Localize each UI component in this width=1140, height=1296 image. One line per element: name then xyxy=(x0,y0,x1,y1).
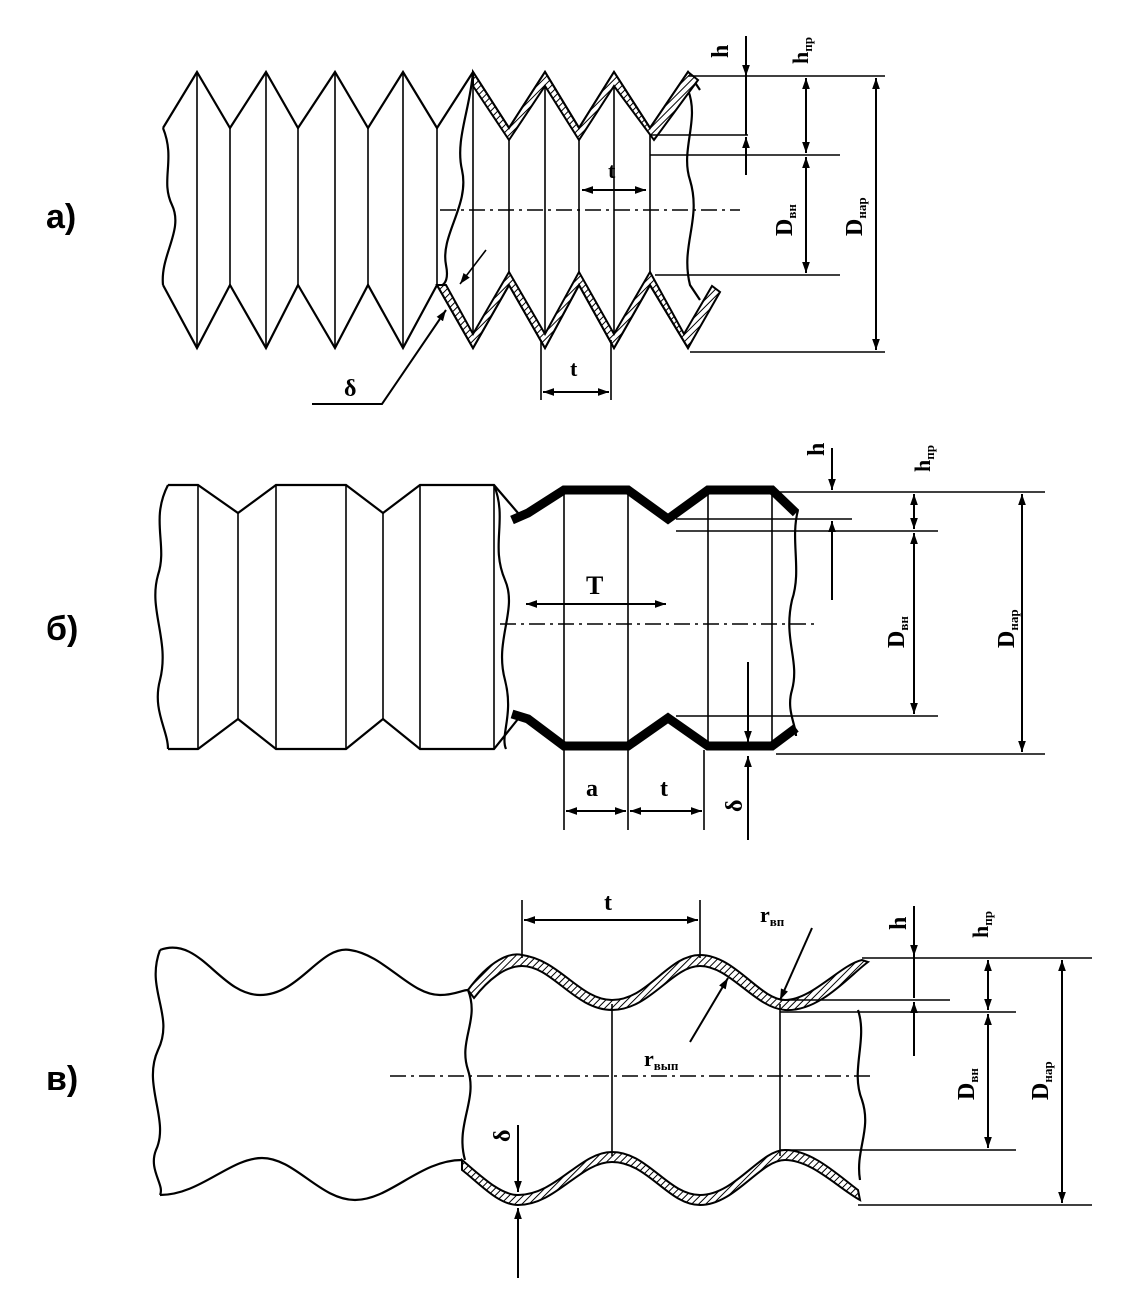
sine-delta-label: δ xyxy=(490,1130,516,1142)
v-t-inner-label: t xyxy=(608,158,616,183)
trap-t-label: t xyxy=(660,776,668,802)
trap-bottom-contour xyxy=(168,717,519,751)
sine-top-contour xyxy=(159,946,469,997)
part-a-label: а) xyxy=(46,198,76,236)
trap-right-break xyxy=(788,509,800,737)
trap-wall-top xyxy=(510,485,800,525)
sine-dnar-label: Dнар xyxy=(1028,1061,1055,1100)
trap-section-break xyxy=(492,484,510,750)
trap-a-label: a xyxy=(586,776,598,802)
part-b-label: б) xyxy=(46,610,78,648)
trap-din-label: Dвн xyxy=(884,616,911,648)
sine-wall-top xyxy=(466,953,871,1012)
trap-left-break xyxy=(154,484,170,750)
sine-bottom-contour xyxy=(159,1156,463,1202)
trap-h-label: h xyxy=(804,443,830,456)
v-t-bottom-label: t xyxy=(570,356,578,381)
trap-verticals xyxy=(197,485,773,749)
trap-top-contour xyxy=(168,483,519,515)
v-profile-left-break xyxy=(161,127,177,286)
sine-hpr-label: hпр xyxy=(968,911,995,938)
sine-din-label: Dвн xyxy=(954,1068,981,1100)
trap-dnar-label: Dнар xyxy=(994,609,1021,648)
trap-wall-bottom xyxy=(510,709,799,751)
v-delta-leader xyxy=(312,309,447,405)
sine-rvyp-leader xyxy=(689,977,729,1043)
v-profile-verticals xyxy=(196,72,651,348)
sine-wall-bottom xyxy=(461,1148,862,1207)
v-profile-section-break xyxy=(436,71,475,288)
sine-right-break xyxy=(856,1009,867,1181)
sine-rvp-leader xyxy=(779,927,813,1001)
v-hpr-label: hпр xyxy=(788,37,815,64)
part-v-label: в) xyxy=(46,1060,78,1098)
v-h-label: h xyxy=(708,45,734,58)
trap-delta-label: δ xyxy=(722,800,748,812)
sine-rvyp-label: rвып xyxy=(644,1046,679,1073)
sine-section-break xyxy=(461,989,473,1161)
v-delta-label: δ xyxy=(344,376,356,402)
bellows-v-profile xyxy=(161,36,885,405)
sine-rvp-label: rвп xyxy=(760,902,785,929)
bellows-trapezoid-profile xyxy=(154,448,1045,840)
v-profile-wall-top xyxy=(472,68,700,142)
sine-h-label: h xyxy=(886,917,912,930)
v-profile-wall-bottom xyxy=(435,269,722,351)
sine-t-label: t xyxy=(604,890,612,916)
trap-hpr-label: hпр xyxy=(910,445,937,472)
sine-left-break xyxy=(151,949,165,1196)
bellows-sine-profile xyxy=(151,900,1092,1278)
trap-T-label: T xyxy=(586,571,603,600)
v-profile-right-break xyxy=(686,89,701,301)
v-dnar-label: Dнар xyxy=(842,197,869,236)
v-din-label: Dвн xyxy=(772,204,799,236)
